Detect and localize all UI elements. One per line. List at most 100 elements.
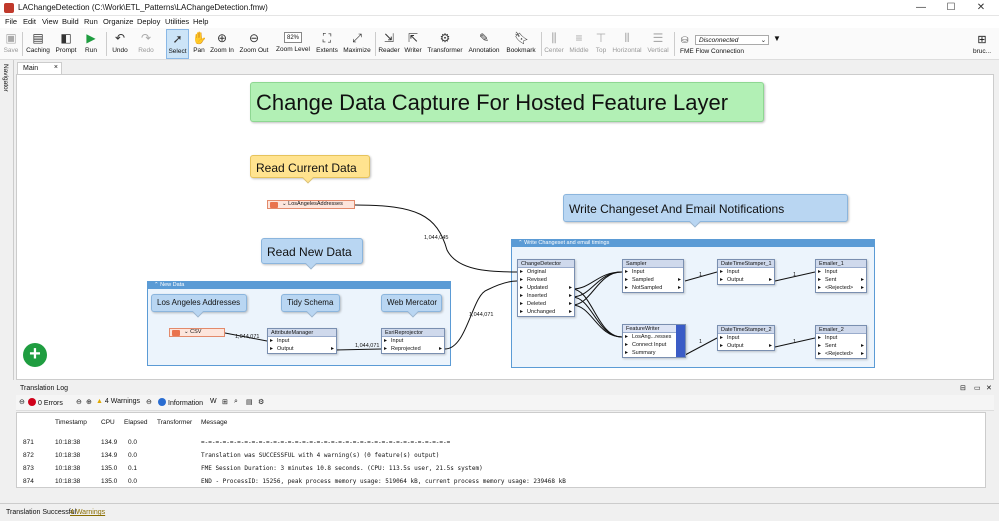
tidy-schema-annotation[interactable]: Tidy Schema — [281, 294, 340, 318]
la-addresses-annotation[interactable]: Los Angeles Addresses — [151, 294, 247, 318]
zoom-level-input[interactable]: 82% — [284, 32, 302, 43]
menu-build[interactable]: Build — [62, 17, 79, 26]
close-panel-icon[interactable]: ✕ — [986, 385, 992, 392]
collapse-icon[interactable]: ⌃ — [154, 282, 159, 288]
collapse-icon[interactable]: ⌃ — [518, 240, 523, 246]
align-center-button[interactable]: ⫼Center — [544, 31, 564, 54]
reader-csv[interactable]: ⌄ CSV — [169, 328, 225, 337]
run-button[interactable]: ▶Run — [85, 31, 97, 54]
toolbar-overflow-button[interactable]: ▼ — [773, 34, 781, 43]
save-log-icon[interactable]: ▤ — [246, 399, 253, 406]
save-button[interactable]: ▣Save — [3, 31, 19, 54]
zoom-out-button[interactable]: ⊖Zoom Out — [239, 31, 269, 54]
input-port[interactable]: Input — [816, 334, 866, 342]
add-bookmark-button[interactable]: 🔖︎Bookmark — [506, 31, 536, 54]
add-reader-button[interactable]: ⇲Reader — [378, 31, 400, 54]
close-tab-icon[interactable]: × — [53, 64, 58, 71]
node-esri-reprojector[interactable]: EsriReprojector Input Reprojected — [381, 328, 445, 354]
add-writer-button[interactable]: ⇱Writer — [404, 31, 422, 54]
information-filter[interactable]: Information — [158, 398, 203, 407]
status-warnings-link[interactable]: 4 Warnings — [70, 509, 106, 516]
information-toggle[interactable]: ⊖ — [146, 399, 152, 406]
float-icon[interactable]: ▭ — [974, 385, 981, 392]
menu-help[interactable]: Help — [193, 17, 209, 26]
node-datetimestamper-1[interactable]: DateTimeStamper_1 Input Output — [717, 259, 775, 285]
find-log-icon[interactable]: ⌕ — [234, 398, 238, 405]
reader-los-angeles-addresses[interactable]: ⌄ LosAngelesAddresses — [267, 200, 355, 209]
warnings-filter[interactable]: ▲ 4 Warnings — [96, 398, 141, 405]
sent-port[interactable]: Sent — [816, 276, 866, 284]
menu-file[interactable]: File — [5, 17, 18, 26]
connect-input-port[interactable]: Connect Input — [623, 341, 685, 349]
distribute-horizontal-button[interactable]: ⦀Horizontal — [612, 31, 642, 54]
input-port[interactable]: Input — [268, 337, 336, 345]
node-attribute-manager[interactable]: AttributeManager Input Output — [267, 328, 337, 354]
sampled-port[interactable]: Sampled — [623, 276, 683, 284]
output-port[interactable]: Output — [268, 345, 336, 353]
inserted-port[interactable]: Inserted — [518, 292, 574, 300]
menu-utilities[interactable]: Utilities — [165, 17, 190, 26]
add-annotation-button[interactable]: ✎Annotation — [468, 31, 500, 54]
read-current-annotation[interactable]: Read Current Data — [250, 155, 370, 184]
maximize-canvas-button[interactable]: ⤢Maximize — [343, 31, 371, 54]
output-port[interactable]: Output — [718, 276, 774, 284]
rejected-port[interactable]: <Rejected> — [816, 350, 866, 358]
log-scrollbar[interactable] — [986, 412, 994, 488]
maximize-button[interactable]: ☐ — [946, 2, 956, 13]
node-emailer-1[interactable]: Emailer_1 Input Sent <Rejected> — [815, 259, 867, 293]
add-transformer-button[interactable]: ⚙Transformer — [427, 31, 463, 54]
read-new-annotation[interactable]: Read New Data — [261, 238, 363, 270]
not-sampled-port[interactable]: NotSampled — [623, 284, 683, 292]
input-port[interactable]: Input — [816, 268, 866, 276]
updated-port[interactable]: Updated — [518, 284, 574, 292]
minimize-button[interactable]: — — [916, 2, 926, 13]
output-port[interactable]: Output — [718, 342, 774, 350]
menu-view[interactable]: View — [42, 17, 59, 26]
node-datetimestamper-2[interactable]: DateTimeStamper_2 Input Output — [717, 325, 775, 351]
input-port[interactable]: Input — [623, 268, 683, 276]
node-feature-writer[interactable]: FeatureWriter LosAng...resses Connect In… — [622, 324, 686, 358]
user-account-button[interactable]: ⊞bruc... — [966, 30, 998, 60]
workspace-canvas[interactable]: ⌃ New Data ⌃ Write Changeset and email t… — [16, 74, 994, 380]
zoom-level-control[interactable]: 82%Zoom Level — [275, 29, 311, 59]
align-top-button[interactable]: ⊤Top — [595, 31, 607, 54]
unchanged-port[interactable]: Unchanged — [518, 308, 574, 316]
title-annotation[interactable]: Change Data Capture For Hosted Feature L… — [250, 82, 764, 122]
menu-deploy[interactable]: Deploy — [137, 17, 161, 26]
pin-icon[interactable]: ⊟ — [960, 385, 966, 392]
settings-gear-icon[interactable]: ⚙ — [258, 399, 265, 406]
quick-add-button[interactable]: + — [23, 343, 47, 367]
write-changeset-annotation[interactable]: Write Changeset And Email Notifications — [563, 194, 848, 228]
menu-edit[interactable]: Edit — [23, 17, 36, 26]
original-port[interactable]: Original — [518, 268, 574, 276]
rejected-port[interactable]: <Rejected> — [816, 284, 866, 292]
select-tool-button[interactable]: ➚Select — [166, 29, 189, 59]
web-mercator-annotation[interactable]: Web Mercator — [381, 294, 442, 318]
translation-log-table[interactable]: Timestamp CPU Elapsed Transformer Messag… — [16, 412, 986, 488]
node-sampler[interactable]: Sampler Input Sampled NotSampled — [622, 259, 684, 293]
menu-run[interactable]: Run — [84, 17, 98, 26]
sent-port[interactable]: Sent — [816, 342, 866, 350]
deleted-port[interactable]: Deleted — [518, 300, 574, 308]
close-button[interactable]: ✕ — [976, 2, 986, 13]
tab-main[interactable]: Main× — [17, 62, 62, 74]
node-emailer-2[interactable]: Emailer_2 Input Sent <Rejected> — [815, 325, 867, 359]
next-warning-icon[interactable]: ⊕ — [86, 399, 92, 406]
previous-warning-icon[interactable]: ⊖ — [76, 399, 82, 406]
node-change-detector[interactable]: ChangeDetector Original Revised Updated … — [517, 259, 575, 317]
writer-input-port[interactable]: LosAng...resses — [623, 333, 685, 341]
align-middle-button[interactable]: ≡Middle — [569, 31, 589, 54]
wrap-text-icon[interactable]: W — [210, 398, 217, 405]
reprojected-port[interactable]: Reprojected — [382, 345, 444, 353]
revised-port[interactable]: Revised — [518, 276, 574, 284]
filter-log-icon[interactable]: ⊞ — [222, 399, 228, 406]
caching-button[interactable]: ▤Caching — [26, 31, 50, 54]
fme-flow-connection-select[interactable]: Disconnected⌄ — [695, 35, 769, 45]
menu-organize[interactable]: Organize — [103, 17, 134, 26]
previous-error-icon[interactable]: ⊖ — [19, 399, 25, 406]
input-port[interactable]: Input — [718, 334, 774, 342]
